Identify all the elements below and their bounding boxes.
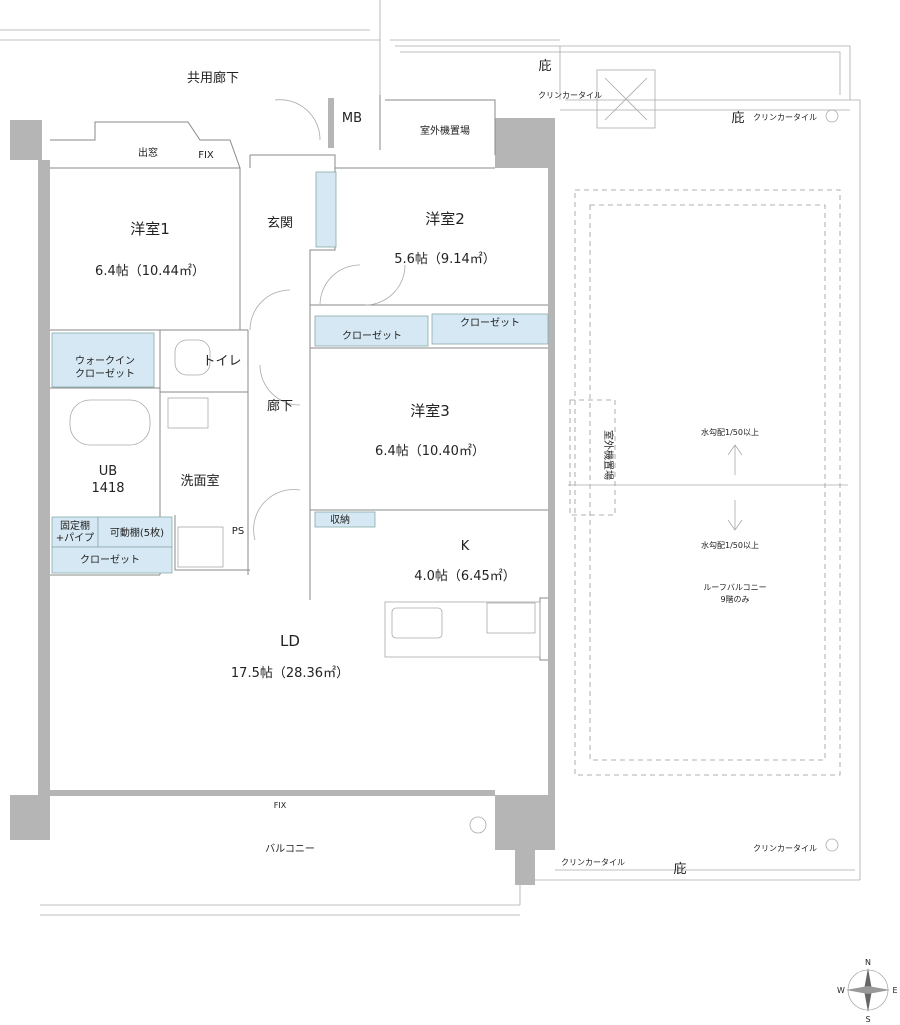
wash-basin <box>167 397 209 429</box>
label-fix: FIX <box>198 150 214 161</box>
label-roof-balcony-note: 9階のみ <box>720 594 749 604</box>
label-balcony: バルコニー <box>265 843 315 855</box>
label-storage: 収納 <box>330 513 350 526</box>
svg-text:S: S <box>865 1015 870 1024</box>
room1-name: 洋室1 <box>130 220 170 238</box>
fixtures <box>69 69 839 852</box>
room2-name: 洋室2 <box>425 210 465 228</box>
kitchen-size: 4.0帖（6.45㎡） <box>414 569 516 584</box>
ld-size: 17.5帖（28.36㎡） <box>231 666 349 681</box>
label-fixed-shelf: 固定棚 <box>60 519 90 532</box>
ld-name: LD <box>280 632 300 650</box>
label-entrance: 玄関 <box>267 216 293 231</box>
label-toilet: トイレ <box>202 354 241 369</box>
label-clinker-tile: クリンカータイル <box>753 844 817 853</box>
label-slope: 水勾配1/50以上 <box>701 540 759 550</box>
label-movable-shelf: 可動棚(5枚) <box>110 526 164 539</box>
kitchen-name: K <box>461 539 470 554</box>
label-closet: クローゼット <box>460 317 520 329</box>
room3-size: 6.4帖（10.40㎡） <box>375 444 485 459</box>
label-walkin: ウォークイン <box>75 355 135 367</box>
svg-text:W: W <box>837 986 845 995</box>
bathtub <box>69 399 151 446</box>
compass-icon: N E S W <box>837 958 897 1024</box>
label-clinker-tile: クリンカータイル <box>753 113 817 122</box>
roof-balcony <box>568 189 848 776</box>
svg-text:N: N <box>865 958 871 967</box>
room-labels: 共用廊下 庇 クリンカータイル 庇 クリンカータイル MB 室外機置場 出窓 F… <box>56 59 817 877</box>
label-outdoor-unit-side: 室外機置場 <box>602 430 615 480</box>
label-eaves: 庇 <box>731 111 744 126</box>
cooktop <box>486 602 536 634</box>
exterior-lines <box>0 0 861 916</box>
room1-size: 6.4帖（10.44㎡） <box>95 264 205 279</box>
sink-balcony <box>469 816 487 834</box>
label-clinker-tile: クリンカータイル <box>538 91 602 100</box>
label-outdoor-unit: 室外機置場 <box>420 124 470 137</box>
label-bay-window: 出窓 <box>138 146 158 159</box>
walls <box>10 98 555 885</box>
label-fixed-shelf-pipe: +パイプ <box>56 532 94 544</box>
closet-areas <box>51 171 549 574</box>
label-ub-size: 1418 <box>91 481 124 496</box>
washing-machine-pan <box>177 526 224 568</box>
room3-name: 洋室3 <box>410 402 450 420</box>
kitchen-sink <box>391 607 443 639</box>
label-fix: FIX <box>274 801 287 810</box>
kitchen-counter <box>384 601 541 658</box>
label-closet: クローゼット <box>80 554 140 566</box>
label-roof-balcony: ルーフバルコニー <box>703 583 766 592</box>
label-hallway: 廊下 <box>267 398 293 414</box>
toilet-fixture <box>174 339 211 376</box>
label-slope: 水勾配1/50以上 <box>701 427 759 437</box>
label-washroom: 洗面室 <box>180 473 219 489</box>
label-ub: UB <box>99 464 117 479</box>
label-mb: MB <box>342 111 362 126</box>
svg-text:E: E <box>892 986 897 995</box>
skylight <box>596 69 656 129</box>
label-ps: PS <box>232 526 244 537</box>
room2-size: 5.6帖（9.14㎡） <box>394 252 496 267</box>
label-clinker-tile: クリンカータイル <box>561 858 625 867</box>
interior-walls <box>50 95 548 661</box>
label-eaves: 庇 <box>538 59 551 74</box>
label-common-corridor: 共用廊下 <box>187 70 239 86</box>
label-eaves: 庇 <box>673 862 686 877</box>
label-walkin-closet: クローゼット <box>75 368 135 380</box>
label-closet: クローゼット <box>342 330 402 342</box>
